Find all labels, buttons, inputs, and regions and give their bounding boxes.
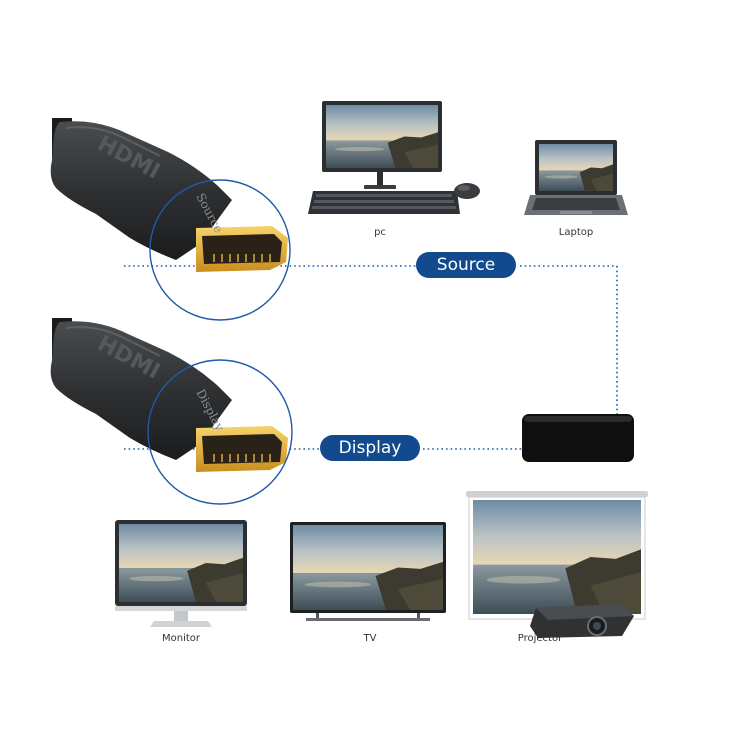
projector-label: Projector [517,633,563,644]
display-pill: Display [320,435,420,461]
pc-illustration [308,101,480,214]
projector-illustration [466,491,648,638]
tv-illustration [290,522,446,621]
tv-label: TV [363,633,377,644]
hdmi-source-connector: HDMI Source [50,118,291,321]
source-pill: Source [416,252,516,278]
laptop-label: Laptop [558,227,594,238]
converter-box [522,414,634,462]
source-zoom-circle [149,179,291,321]
monitor-label: Monitor [161,633,200,644]
display-zoom-circle [147,359,293,505]
hdmi-display-connector: HDMI Display [50,318,293,505]
monitor-illustration [115,520,247,627]
pc-label: pc [374,227,386,238]
laptop-illustration [524,140,628,215]
